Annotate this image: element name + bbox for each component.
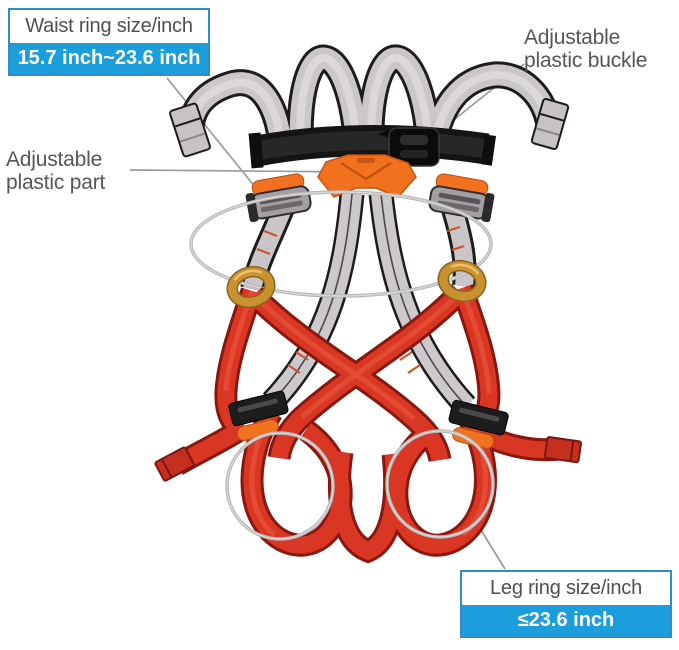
left-strap-end-tab — [169, 102, 211, 158]
center-straps — [262, 192, 476, 415]
leg-wire-rings — [225, 429, 495, 541]
buckle-note-line1: Adjustable — [524, 26, 621, 49]
leg-size-title: Leg ring size/inch — [462, 572, 670, 605]
waist-wire-ring — [189, 190, 493, 298]
leg-size-value: ≤23.6 inch — [462, 605, 670, 636]
part-note: Adjustable plastic part — [6, 148, 105, 194]
waist-size-value: 15.7 inch~23.6 inch — [10, 43, 208, 74]
plastic-buckle — [378, 127, 440, 167]
part-note-line1: Adjustable — [6, 148, 103, 171]
buckle-note: Adjustable plastic buckle — [524, 26, 647, 72]
waist-belt — [248, 125, 497, 169]
right-d-ring — [437, 259, 487, 303]
buckle-note-line2: plastic buckle — [524, 49, 648, 72]
leg-size-callout: Leg ring size/inch ≤23.6 inch — [460, 570, 672, 638]
left-leg-adjuster — [228, 390, 289, 441]
waist-size-callout: Waist ring size/inch 15.7 inch~23.6 inch — [8, 8, 210, 76]
part-note-line2: plastic part — [6, 171, 106, 194]
shoulder-straps — [177, 44, 563, 156]
left-red-end-tab — [154, 446, 195, 482]
left-d-ring — [226, 265, 276, 309]
waist-leader-line — [166, 77, 269, 204]
right-strap-end-tab — [530, 98, 570, 150]
right-leg-adjuster — [448, 399, 509, 449]
waist-size-title: Waist ring size/inch — [10, 10, 208, 43]
right-red-end-tab — [543, 436, 582, 464]
right-adjuster — [428, 173, 495, 223]
